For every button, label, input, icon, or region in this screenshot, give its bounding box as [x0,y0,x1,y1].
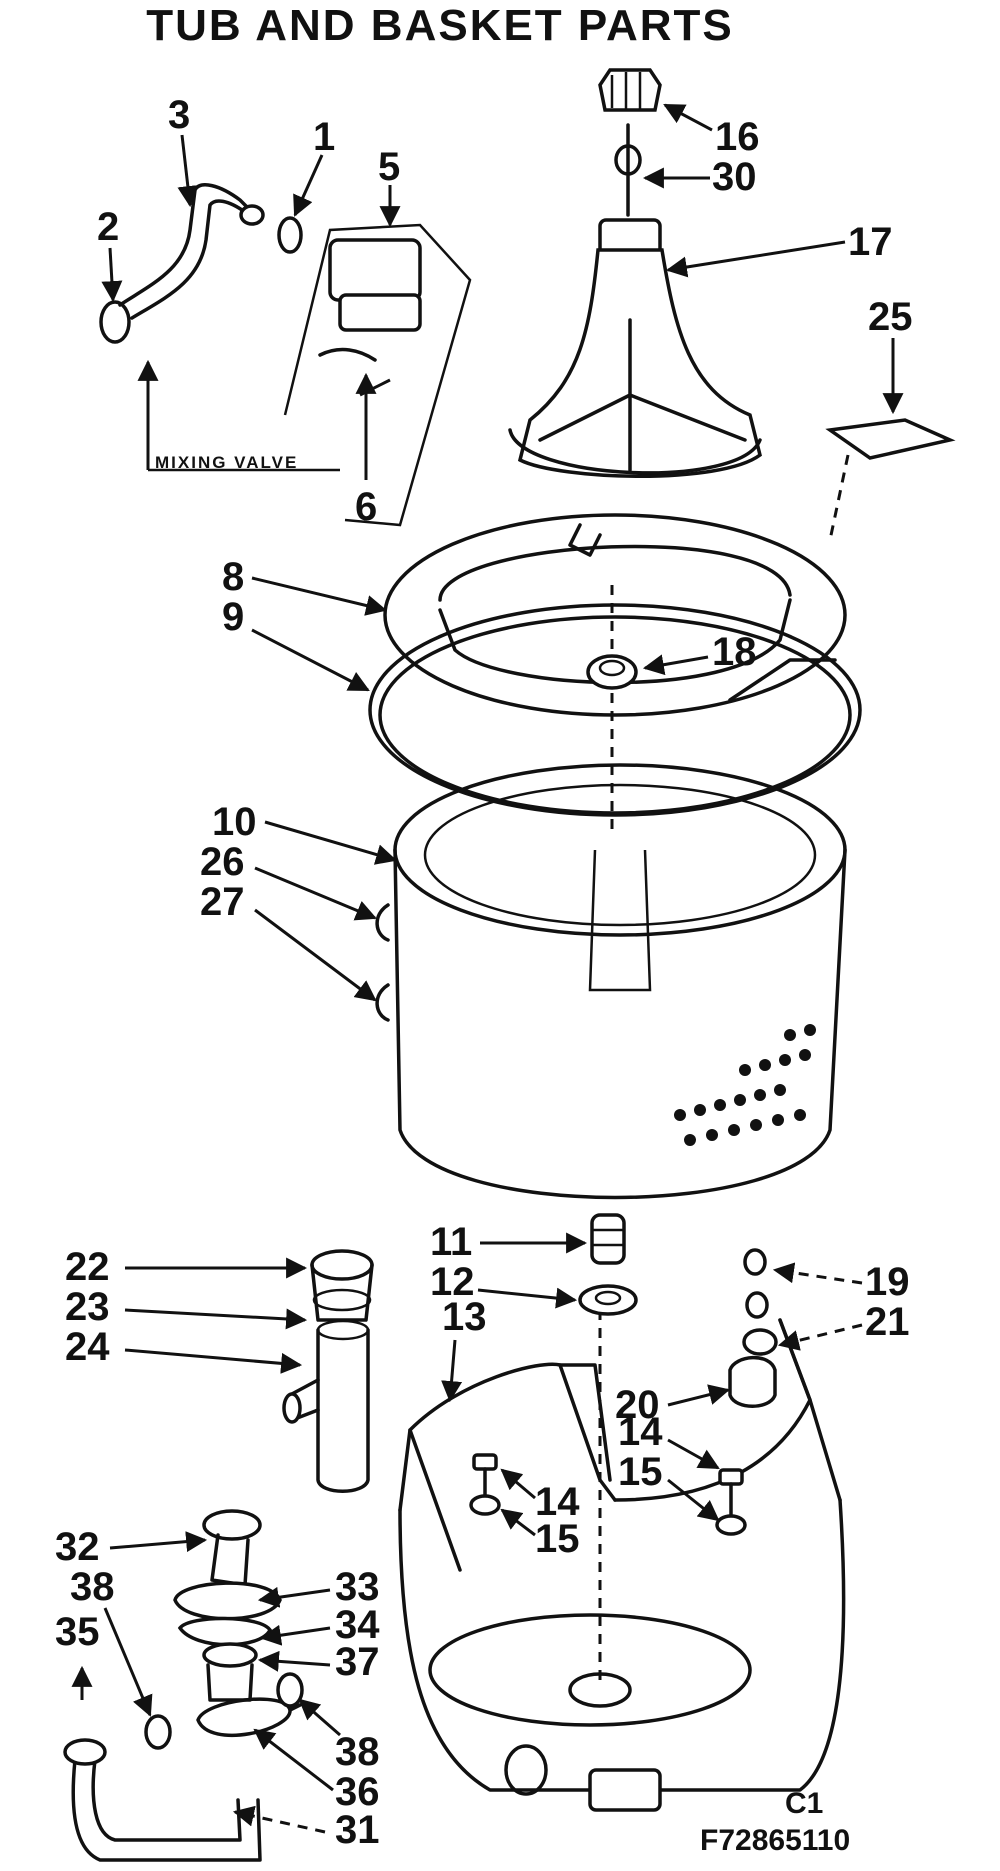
callout-17: 17 [848,220,893,264]
callout-12: 12 [430,1260,475,1304]
callout-2: 2 [97,205,119,249]
callout-10: 10 [212,800,257,844]
callout-24: 24 [65,1325,110,1369]
basket-part [393,763,847,1200]
diagram-code-f: F72865110 [700,1824,850,1857]
callout-30: 30 [712,155,757,199]
callout-23: 23 [65,1285,110,1329]
callout-20: 20 [615,1383,660,1427]
agitator-part [508,218,762,478]
callout-37: 37 [335,1640,380,1684]
callout-16-cap: 16 [715,115,760,159]
tub-part [398,1310,846,1812]
callout-14-left: 14 [535,1480,580,1524]
diagram-code-c: C1 [785,1787,823,1820]
part-20 [728,1355,777,1408]
hose-clamp-part [99,216,303,344]
callout-33: 33 [335,1565,380,1609]
callout-21: 21 [865,1300,910,1344]
callout-13: 13 [442,1295,487,1339]
callout-31: 31 [335,1808,380,1852]
bolt-14-right-part [718,1468,744,1517]
bearing-11-part [590,1213,626,1265]
washer-15-right-part [715,1514,747,1536]
agitator-bolt-part [614,123,642,217]
callout-11: 11 [430,1220,472,1264]
pump-valve-part [63,1509,304,1862]
callout-19: 19 [865,1260,910,1304]
callout-34: 34 [335,1603,380,1647]
callout-18: 18 [712,630,757,674]
callout-22: 22 [65,1245,110,1289]
callout-38-right: 38 [335,1730,380,1774]
callout-5: 5 [378,145,400,189]
bolt-14-left-part [472,1453,498,1502]
gasket-25-part [825,418,956,541]
diagram-title: TUB AND BASKET PARTS [146,1,734,50]
basket-holes [674,1024,816,1146]
callout-15-right: 15 [618,1450,663,1494]
mixing-valve-part [283,223,472,527]
callout-9: 9 [222,595,244,639]
callout-32: 32 [55,1525,100,1569]
callout-25: 25 [868,295,913,339]
mixing-valve-label: MIXING VALVE [155,453,298,472]
washer-15-left-part [469,1494,501,1516]
callout-38-left: 38 [70,1565,115,1609]
callout-6-valve: 6 [355,485,377,529]
part-21 [742,1291,778,1356]
agitator-cap-part [598,68,662,112]
tub-ring-part [383,513,847,830]
tub-seal-part [368,603,862,817]
tub-ring-bolt-part [586,654,638,690]
callout-14-right: 14 [618,1410,663,1454]
drain-pipe-part [282,1249,374,1493]
callout-3: 3 [168,93,190,137]
callout-36: 36 [335,1770,380,1814]
callout-27: 27 [200,880,245,924]
hose-part [118,183,265,320]
callout-35: 35 [55,1610,100,1654]
callout-15-left: 15 [535,1517,580,1561]
callout-1: 1 [313,115,335,159]
callout-26: 26 [200,840,245,884]
part-19 [743,1248,767,1276]
callout-8: 8 [222,555,244,599]
seal-12-part [578,1284,638,1316]
basket-clip-part [375,903,390,1022]
